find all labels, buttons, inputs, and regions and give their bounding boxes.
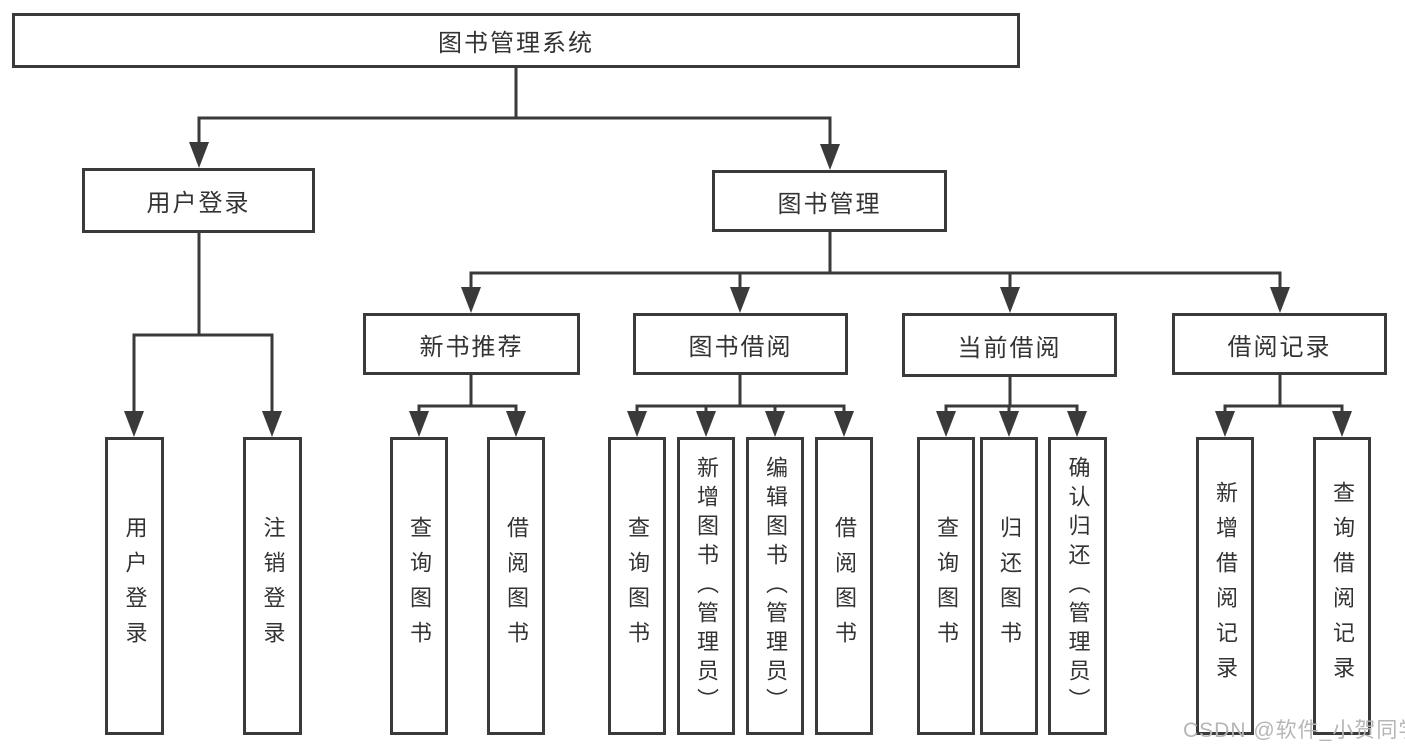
arrow-down-icon xyxy=(820,144,840,170)
node-bb-add: 新增图书（管理员） xyxy=(677,437,735,735)
node-cb-query: 查询图书 xyxy=(917,437,975,735)
arrow-down-icon xyxy=(834,411,854,437)
node-label: 用户登录 xyxy=(146,190,251,217)
arrow-down-icon xyxy=(506,411,526,437)
arrow-down-icon xyxy=(1000,287,1020,313)
node-current-borrow: 当前借阅 xyxy=(902,313,1117,377)
node-bb-borrow: 借阅图书 xyxy=(815,437,873,735)
watermark: CSDN @软件_小贺同学 xyxy=(1183,719,1405,742)
node-login: 用户登录 xyxy=(105,437,164,735)
node-bb-edit: 编辑图书（管理员） xyxy=(746,437,804,735)
arrow-down-icon xyxy=(1067,411,1087,437)
node-label: 查询图书 xyxy=(625,516,650,656)
node-label: 查询图书 xyxy=(934,516,959,656)
node-label: 用户登录 xyxy=(122,516,148,656)
node-label: 图书管理系统 xyxy=(438,30,594,57)
arrow-down-icon xyxy=(1215,411,1235,437)
node-cb-return: 归还图书 xyxy=(980,437,1038,735)
arrow-down-icon xyxy=(409,411,429,437)
node-label: 确认归还（管理员） xyxy=(1065,455,1091,717)
arrow-down-icon xyxy=(461,287,481,313)
arrow-down-icon xyxy=(189,142,209,168)
node-label: 新增图书（管理员） xyxy=(694,455,719,717)
arrow-down-icon xyxy=(1332,411,1352,437)
node-br-query: 查询借阅记录 xyxy=(1313,437,1371,735)
arrow-down-icon xyxy=(1270,287,1290,313)
node-label: 当前借阅 xyxy=(957,334,1062,362)
arrow-down-icon xyxy=(124,411,144,437)
node-label: 归还图书 xyxy=(997,516,1022,656)
node-label: 图书借阅 xyxy=(688,333,793,361)
arrow-down-icon xyxy=(696,411,716,437)
node-book-borrow: 图书借阅 xyxy=(633,313,848,375)
arrow-down-icon xyxy=(936,411,956,437)
node-book-mgmt: 图书管理 xyxy=(712,170,947,232)
node-br-add: 新增借阅记录 xyxy=(1196,437,1254,735)
node-label: 新增借阅记录 xyxy=(1213,481,1238,691)
node-label: 注销登录 xyxy=(260,516,286,656)
node-bb-query: 查询图书 xyxy=(608,437,666,735)
node-label: 新书推荐 xyxy=(419,333,524,361)
node-label: 查询借阅记录 xyxy=(1330,481,1355,691)
node-label: 借阅记录 xyxy=(1227,333,1332,361)
arrow-down-icon xyxy=(730,287,750,313)
node-new-book-recommend: 新书推荐 xyxy=(363,313,580,375)
arrow-down-icon xyxy=(627,411,647,437)
node-user-login: 用户登录 xyxy=(82,168,315,233)
node-root: 图书管理系统 xyxy=(12,13,1020,68)
node-logout: 注销登录 xyxy=(243,437,302,735)
node-cb-confirm: 确认归还（管理员） xyxy=(1048,437,1107,735)
node-nb-borrow: 借阅图书 xyxy=(487,437,545,735)
node-label: 图书管理 xyxy=(777,190,882,218)
node-label: 借阅图书 xyxy=(504,516,529,656)
node-label: 借阅图书 xyxy=(832,516,857,656)
node-borrow-records: 借阅记录 xyxy=(1172,313,1387,375)
arrow-down-icon xyxy=(765,411,785,437)
arrow-down-icon xyxy=(262,411,282,437)
node-label: 查询图书 xyxy=(407,516,432,656)
node-nb-query: 查询图书 xyxy=(390,437,448,735)
arrow-down-icon xyxy=(999,411,1019,437)
node-label: 编辑图书（管理员） xyxy=(763,455,788,717)
